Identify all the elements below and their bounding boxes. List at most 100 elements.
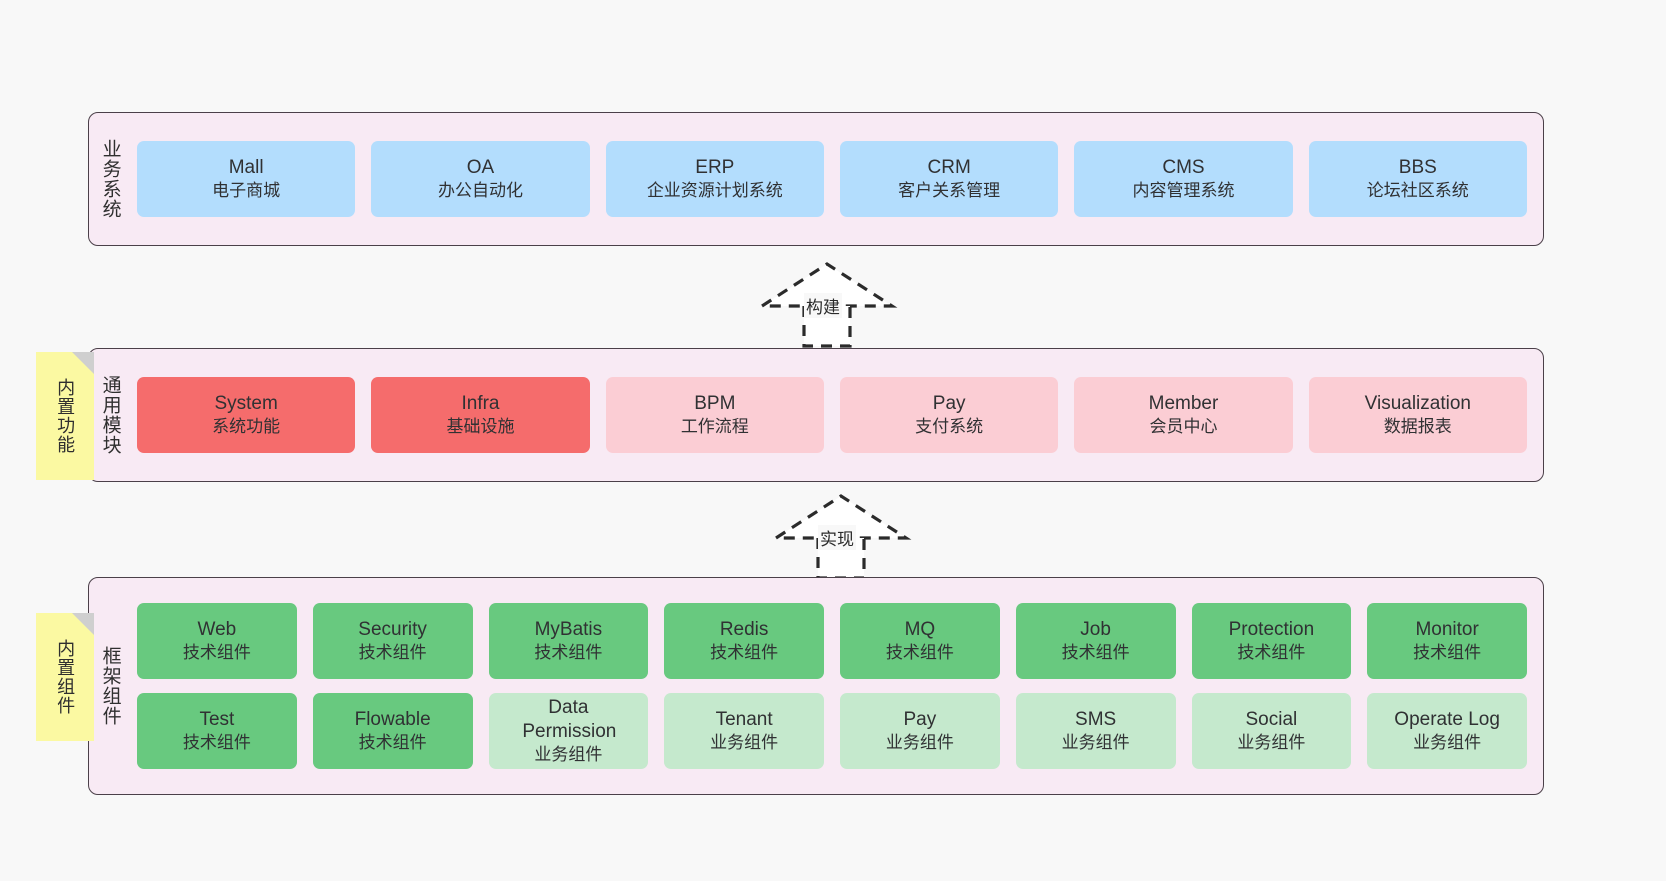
card-pay[interactable]: Pay 支付系统 [839, 377, 1059, 453]
card-title: Protection [1228, 619, 1315, 641]
sticky-note-label: 内置组件 [55, 639, 76, 715]
layer-body-business-systems: Mall 电子商城 OA 办公自动化 ERP 企业资源计划系统 CRM 客户关系… [131, 113, 1543, 245]
layer-body-common-modules: System 系统功能 Infra 基础设施 BPM 工作流程 Pay 支付系统… [131, 349, 1543, 481]
note-fold-corner-icon [72, 613, 94, 635]
card-subtitle: 数据报表 [1383, 417, 1452, 437]
card-visualization[interactable]: Visualization 数据报表 [1308, 377, 1527, 453]
card-security[interactable]: Security 技术组件 [312, 603, 473, 679]
card-oa[interactable]: OA 办公自动化 [371, 141, 590, 217]
card-subtitle: 业务组件 [534, 745, 603, 765]
card-subtitle: 工作流程 [680, 417, 749, 437]
card-data-permission[interactable]: Data Permission 业务组件 [488, 693, 649, 769]
card-title: Visualization [1364, 393, 1471, 415]
note-fold-corner-icon [72, 352, 94, 374]
card-title: Job [1080, 619, 1111, 641]
card-title: MyBatis [534, 619, 603, 641]
card-title: SMS [1075, 709, 1117, 731]
card-subtitle: 业务组件 [1237, 733, 1306, 753]
card-tenant[interactable]: Tenant 业务组件 [664, 693, 824, 769]
card-subtitle: 技术组件 [1237, 643, 1306, 663]
card-title: Monitor [1415, 619, 1479, 641]
card-title: ERP [695, 157, 735, 179]
card-subtitle: 技术组件 [1413, 643, 1482, 663]
card-title: Pay [932, 393, 966, 415]
card-title: CMS [1162, 157, 1205, 179]
card-subtitle: 技术组件 [710, 643, 779, 663]
card-title: BBS [1398, 157, 1437, 179]
layer-body-framework-components: Web 技术组件 Security 技术组件 MyBatis 技术组件 Redi… [131, 578, 1543, 794]
layer-title-business-systems: 业务系统 [99, 139, 121, 219]
card-subtitle: 技术组件 [182, 733, 251, 753]
card-title: OA [466, 157, 495, 179]
card-test[interactable]: Test 技术组件 [137, 693, 297, 769]
connector-build: 构建 [752, 258, 902, 350]
card-subtitle: 技术组件 [358, 733, 427, 753]
card-title: System [214, 393, 278, 415]
card-crm[interactable]: CRM 客户关系管理 [839, 141, 1059, 217]
card-protection[interactable]: Protection 技术组件 [1191, 603, 1352, 679]
card-subtitle: 业务组件 [710, 733, 779, 753]
card-subtitle: 业务组件 [1061, 733, 1130, 753]
sticky-note-builtin-features: 内置功能 [36, 352, 94, 480]
card-flowable[interactable]: Flowable 技术组件 [312, 693, 473, 769]
card-monitor[interactable]: Monitor 技术组件 [1367, 603, 1527, 679]
card-bpm[interactable]: BPM 工作流程 [605, 377, 824, 453]
card-subtitle: 企业资源计划系统 [646, 181, 783, 201]
card-subtitle: 业务组件 [885, 733, 954, 753]
card-subtitle: 办公自动化 [437, 181, 523, 201]
card-cms[interactable]: CMS 内容管理系统 [1074, 141, 1293, 217]
card-title: CRM [927, 157, 971, 179]
sticky-note-label: 内置功能 [55, 378, 76, 454]
card-row: System 系统功能 Infra 基础设施 BPM 工作流程 Pay 支付系统… [137, 377, 1527, 453]
card-title: Member [1148, 393, 1219, 415]
card-title: Flowable [354, 709, 431, 731]
card-subtitle: 电子商城 [212, 181, 281, 201]
card-subtitle: 业务组件 [1413, 733, 1482, 753]
card-title: Web [197, 619, 237, 641]
connector-label: 构建 [804, 293, 842, 318]
connector-implement: 实现 [766, 490, 916, 582]
connector-label: 实现 [818, 525, 856, 550]
card-system[interactable]: System 系统功能 [137, 377, 356, 453]
card-infra[interactable]: Infra 基础设施 [371, 377, 590, 453]
card-title: Security [358, 619, 427, 641]
card-title: Test [199, 709, 235, 731]
card-mq[interactable]: MQ 技术组件 [840, 603, 1000, 679]
card-pay-business[interactable]: Pay 业务组件 [840, 693, 1000, 769]
card-social[interactable]: Social 业务组件 [1191, 693, 1352, 769]
layer-title-common-modules: 通用模块 [99, 375, 121, 455]
card-subtitle: 支付系统 [915, 417, 984, 437]
card-redis[interactable]: Redis 技术组件 [664, 603, 824, 679]
layer-title-framework-components: 框架组件 [99, 646, 121, 726]
card-subtitle: 技术组件 [1061, 643, 1130, 663]
card-subtitle: 系统功能 [212, 417, 281, 437]
card-row: Mall 电子商城 OA 办公自动化 ERP 企业资源计划系统 CRM 客户关系… [137, 141, 1527, 217]
card-subtitle: 论坛社区系统 [1366, 181, 1469, 201]
card-title: Mall [228, 157, 264, 179]
card-subtitle: 客户关系管理 [898, 181, 1001, 201]
card-sms[interactable]: SMS 业务组件 [1015, 693, 1176, 769]
card-erp[interactable]: ERP 企业资源计划系统 [605, 141, 824, 217]
card-member[interactable]: Member 会员中心 [1074, 377, 1293, 453]
card-bbs[interactable]: BBS 论坛社区系统 [1308, 141, 1527, 217]
card-title: Social [1245, 709, 1298, 731]
card-title: Redis [719, 619, 769, 641]
card-subtitle: 技术组件 [182, 643, 251, 663]
card-title: BPM [694, 393, 736, 415]
card-mall[interactable]: Mall 电子商城 [137, 141, 356, 217]
card-operate-log[interactable]: Operate Log 业务组件 [1367, 693, 1527, 769]
card-web[interactable]: Web 技术组件 [137, 603, 297, 679]
card-title: Data Permission [522, 697, 617, 743]
card-job[interactable]: Job 技术组件 [1015, 603, 1176, 679]
card-subtitle: 基础设施 [446, 417, 515, 437]
card-subtitle: 会员中心 [1149, 417, 1218, 437]
sticky-note-builtin-components: 内置组件 [36, 613, 94, 741]
card-row: Test 技术组件 Flowable 技术组件 Data Permission … [137, 693, 1527, 769]
card-title: Tenant [715, 709, 773, 731]
card-title: Pay [903, 709, 937, 731]
card-subtitle: 技术组件 [885, 643, 954, 663]
card-subtitle: 内容管理系统 [1132, 181, 1235, 201]
card-mybatis[interactable]: MyBatis 技术组件 [488, 603, 649, 679]
layer-business-systems: 业务系统 Mall 电子商城 OA 办公自动化 ERP 企业资源计划系统 CRM… [88, 112, 1544, 246]
layer-common-modules: 通用模块 System 系统功能 Infra 基础设施 BPM 工作流程 Pay… [88, 348, 1544, 482]
